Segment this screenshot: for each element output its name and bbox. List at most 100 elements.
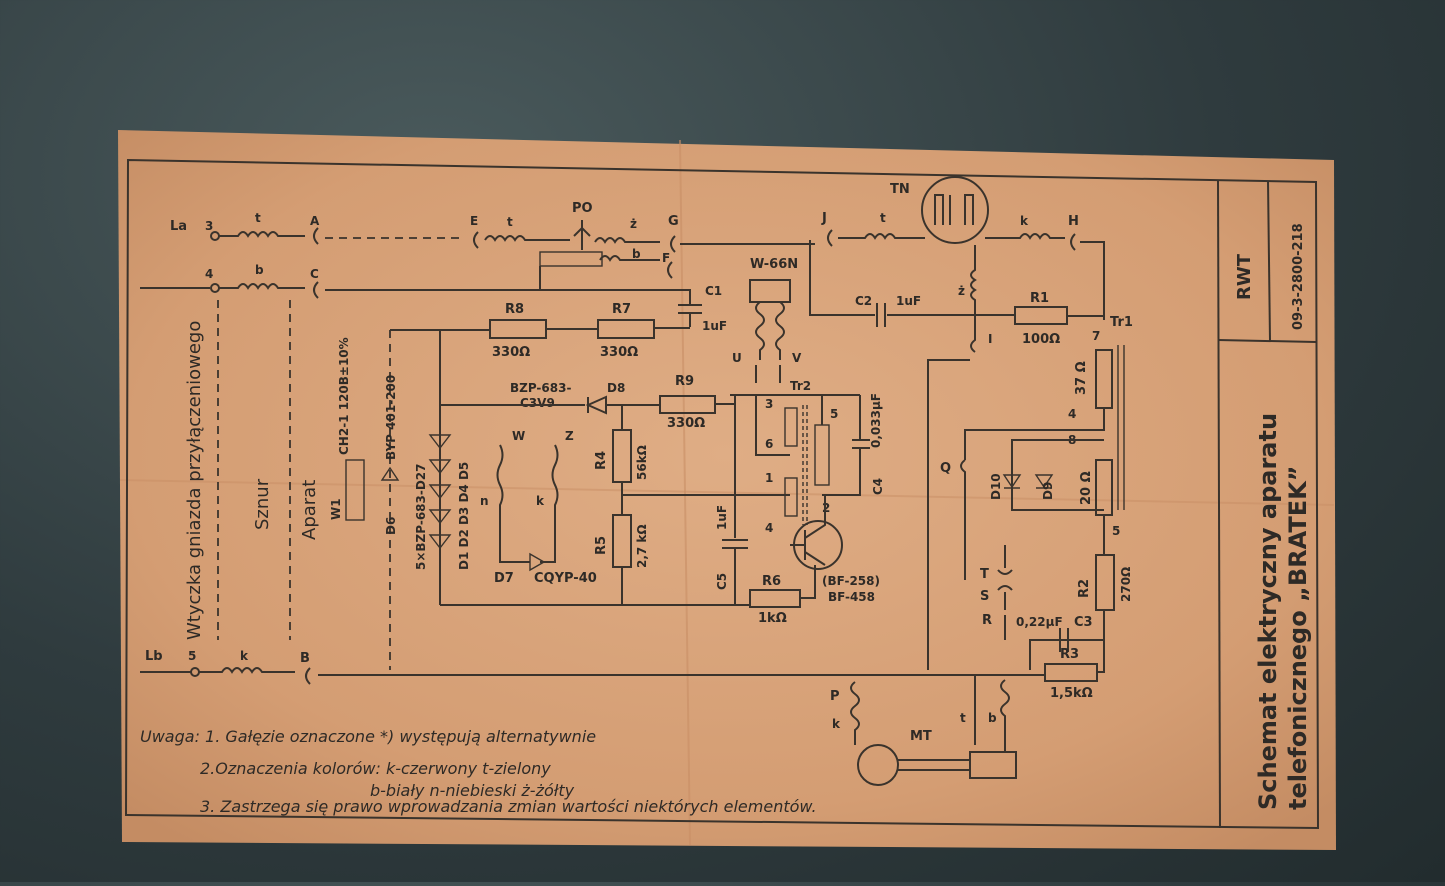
wire-t-2: t (507, 215, 513, 229)
transformer-tr1: 7 37 Ω 4 8 20 Ω 5 D10 D9 R2 270Ω C3 0,22… (964, 329, 1133, 701)
terminal-la: La (170, 219, 187, 234)
doc-org: RWT (1234, 253, 1255, 300)
wire-t-1: t (255, 211, 261, 225)
zener-d8: BZP-683- C3V9 D8 R9 330Ω (440, 374, 736, 431)
varistor-w1 (345, 459, 365, 521)
tr2-pin-4: 4 (765, 521, 773, 535)
transistor-label: BF-458 (828, 590, 875, 604)
tr1-winding-a: 37 Ω (1074, 361, 1089, 395)
tr2-pin-1: 1 (765, 471, 773, 485)
doc-title-line1: Schemat elektryczny aparatu (1254, 413, 1282, 810)
wire-z-2: ż (958, 284, 965, 298)
pin-3: 3 (205, 219, 213, 233)
c4-label: C4 (871, 478, 885, 495)
wire-b-3: b (988, 711, 997, 725)
doc-code: 09-3-2800-218 (1291, 223, 1306, 330)
wire-k-1: k (1020, 214, 1029, 228)
pin-5: 5 (188, 649, 196, 663)
dial-mt: P k MT b t (830, 675, 1017, 786)
d8-value-2: C3V9 (520, 396, 555, 410)
d8-label: D8 (607, 381, 625, 395)
wire-k-2: k (536, 494, 545, 508)
r8-value: 330Ω (492, 345, 530, 360)
terminal-e: E (470, 214, 478, 228)
paper-sheet (118, 130, 1336, 850)
wire-n: n (480, 494, 489, 508)
wire-k-4: k (832, 717, 841, 731)
tr2-pin-3: 3 (765, 397, 773, 411)
tr1-label: Tr1 (1110, 315, 1133, 330)
r8-label: R8 (505, 302, 524, 317)
terminal-c: C (310, 267, 319, 281)
r6-label: R6 (762, 574, 781, 589)
terminal-z: Z (565, 429, 574, 443)
capsule-w66n: W-66N U V (732, 257, 802, 383)
w1-label: W1 (329, 498, 343, 520)
plug-label: Wtyczka gniazda przyłączeniowego (184, 321, 205, 640)
r6-value: 1kΩ (758, 611, 787, 626)
ringer-label: TN (890, 182, 910, 197)
w1-value: CH2-1 120B±10% (337, 337, 351, 455)
terminal-lb: Lb (145, 649, 163, 664)
note-2: 2.Oznaczenia kolorów: k-czerwony t-zielo… (200, 759, 551, 778)
transistor-alt-label: (BF-258) (822, 574, 880, 588)
wire-t-4: t (960, 711, 966, 725)
terminal-t: T (980, 567, 989, 582)
c2-value: 1uF (896, 294, 921, 308)
r9-label: R9 (675, 374, 694, 389)
r4-label: R4 (594, 451, 609, 470)
terminal-i: I (988, 332, 992, 346)
hook-switch-label: PO (572, 201, 593, 216)
line-4: 4 b C (140, 263, 691, 305)
terminal-s: S (980, 589, 989, 604)
wire-t-3: t (880, 211, 886, 225)
c5-value: 1uF (715, 505, 729, 530)
terminal-a: A (310, 214, 320, 228)
line-lb: Lb 5 k B (140, 649, 1045, 685)
drawing-frame (124, 158, 1320, 830)
ringer-line: J t TN k H ż (821, 176, 1105, 335)
ringer-tn-symbol (921, 176, 989, 244)
c2-label: C2 (855, 294, 872, 308)
transistor-bf458: (BF-258) BF-458 (790, 495, 880, 604)
notes-block: Uwaga: 1. Gałęzie oznaczone *) występują… (140, 727, 817, 816)
r7-label: R7 (612, 302, 631, 317)
note-3: b-biały n-niebieski ż-żółty (370, 781, 575, 800)
zener-string-label: 5×BZP-683-D27 (414, 463, 428, 570)
wire-b-1: b (632, 247, 641, 261)
tr2-pin-6: 6 (765, 437, 773, 451)
set-label: Aparat (299, 480, 320, 540)
r9-value: 330Ω (667, 416, 705, 431)
cord-label: Sznur (252, 478, 273, 530)
c3-value: 0,22μF (1016, 615, 1063, 629)
d6-label: D6 (384, 517, 398, 535)
tr2-pin-2: 2 (822, 501, 830, 515)
mt-label: MT (910, 729, 932, 744)
side-labels: Wtyczka gniazda przyłączeniowego Sznur A… (184, 321, 320, 640)
r3-value: 1,5kΩ (1050, 686, 1093, 701)
tr2-label: Tr2 (790, 379, 811, 393)
pin-4: 4 (205, 267, 213, 281)
tr1-winding-b: 20 Ω (1079, 471, 1094, 505)
r4-value: 56kΩ (635, 445, 649, 480)
bias-network: R4 56kΩ R5 2,7 kΩ 1uF C5 R6 1kΩ (440, 395, 816, 626)
c1-value: 1uF (702, 319, 727, 333)
tr1-pin-5: 5 (1112, 524, 1120, 538)
terminal-g: G (668, 214, 679, 229)
d10-label: D10 (989, 473, 1003, 500)
terminal-f: F (662, 251, 670, 265)
rail-c2-r1: C2 1uF R1 100Ω Tr1 I (809, 240, 1133, 670)
note-4: 3. Zastrzega się prawo wprowadzania zmia… (200, 797, 817, 816)
r1-value: 100Ω (1022, 332, 1060, 347)
d9-label: D9 (1041, 482, 1055, 500)
r5-value: 2,7 kΩ (635, 524, 649, 568)
protection-diodes: 5×BZP-683-D27 D1 D2 D3 D4 D5 D6 BYP 401-… (329, 330, 471, 670)
c3-label: C3 (1074, 615, 1093, 630)
r1-label: R1 (1030, 291, 1049, 306)
c5-label: C5 (715, 573, 729, 590)
terminal-r: R (982, 613, 992, 628)
r5-label: R5 (594, 536, 609, 555)
wire-b-2: b (255, 263, 264, 277)
